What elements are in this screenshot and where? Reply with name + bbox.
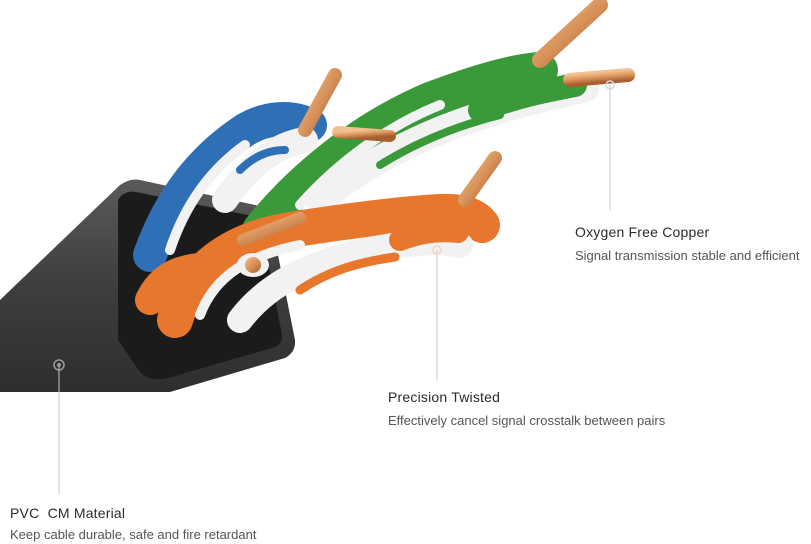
leader-pvc [53,359,65,495]
copper-strands [237,0,635,246]
callout-description: Keep cable durable, safe and fire retard… [10,527,257,542]
callout-title: Precision Twisted [388,389,501,405]
white-stub [237,253,269,277]
callout-description: Effectively cancel signal crosstalk betw… [388,413,666,428]
callout-precision-twisted: Precision Twisted Effectively cancel sig… [388,389,665,428]
leader-copper [605,80,615,210]
callout-description: Signal transmission stable and efficient [575,248,800,263]
orange-pair [135,193,500,338]
callout-title: Oxygen Free Copper [575,224,710,240]
leader-twist [432,245,442,380]
callout-title: PVC CM Material [10,505,126,521]
green-pair [242,52,599,248]
blue-pair [133,102,327,272]
callout-pvc-cm-material: PVC CM Material Keep cable durable, safe… [10,505,256,542]
callout-oxygen-free-copper: Oxygen Free Copper Signal transmission s… [575,224,800,263]
